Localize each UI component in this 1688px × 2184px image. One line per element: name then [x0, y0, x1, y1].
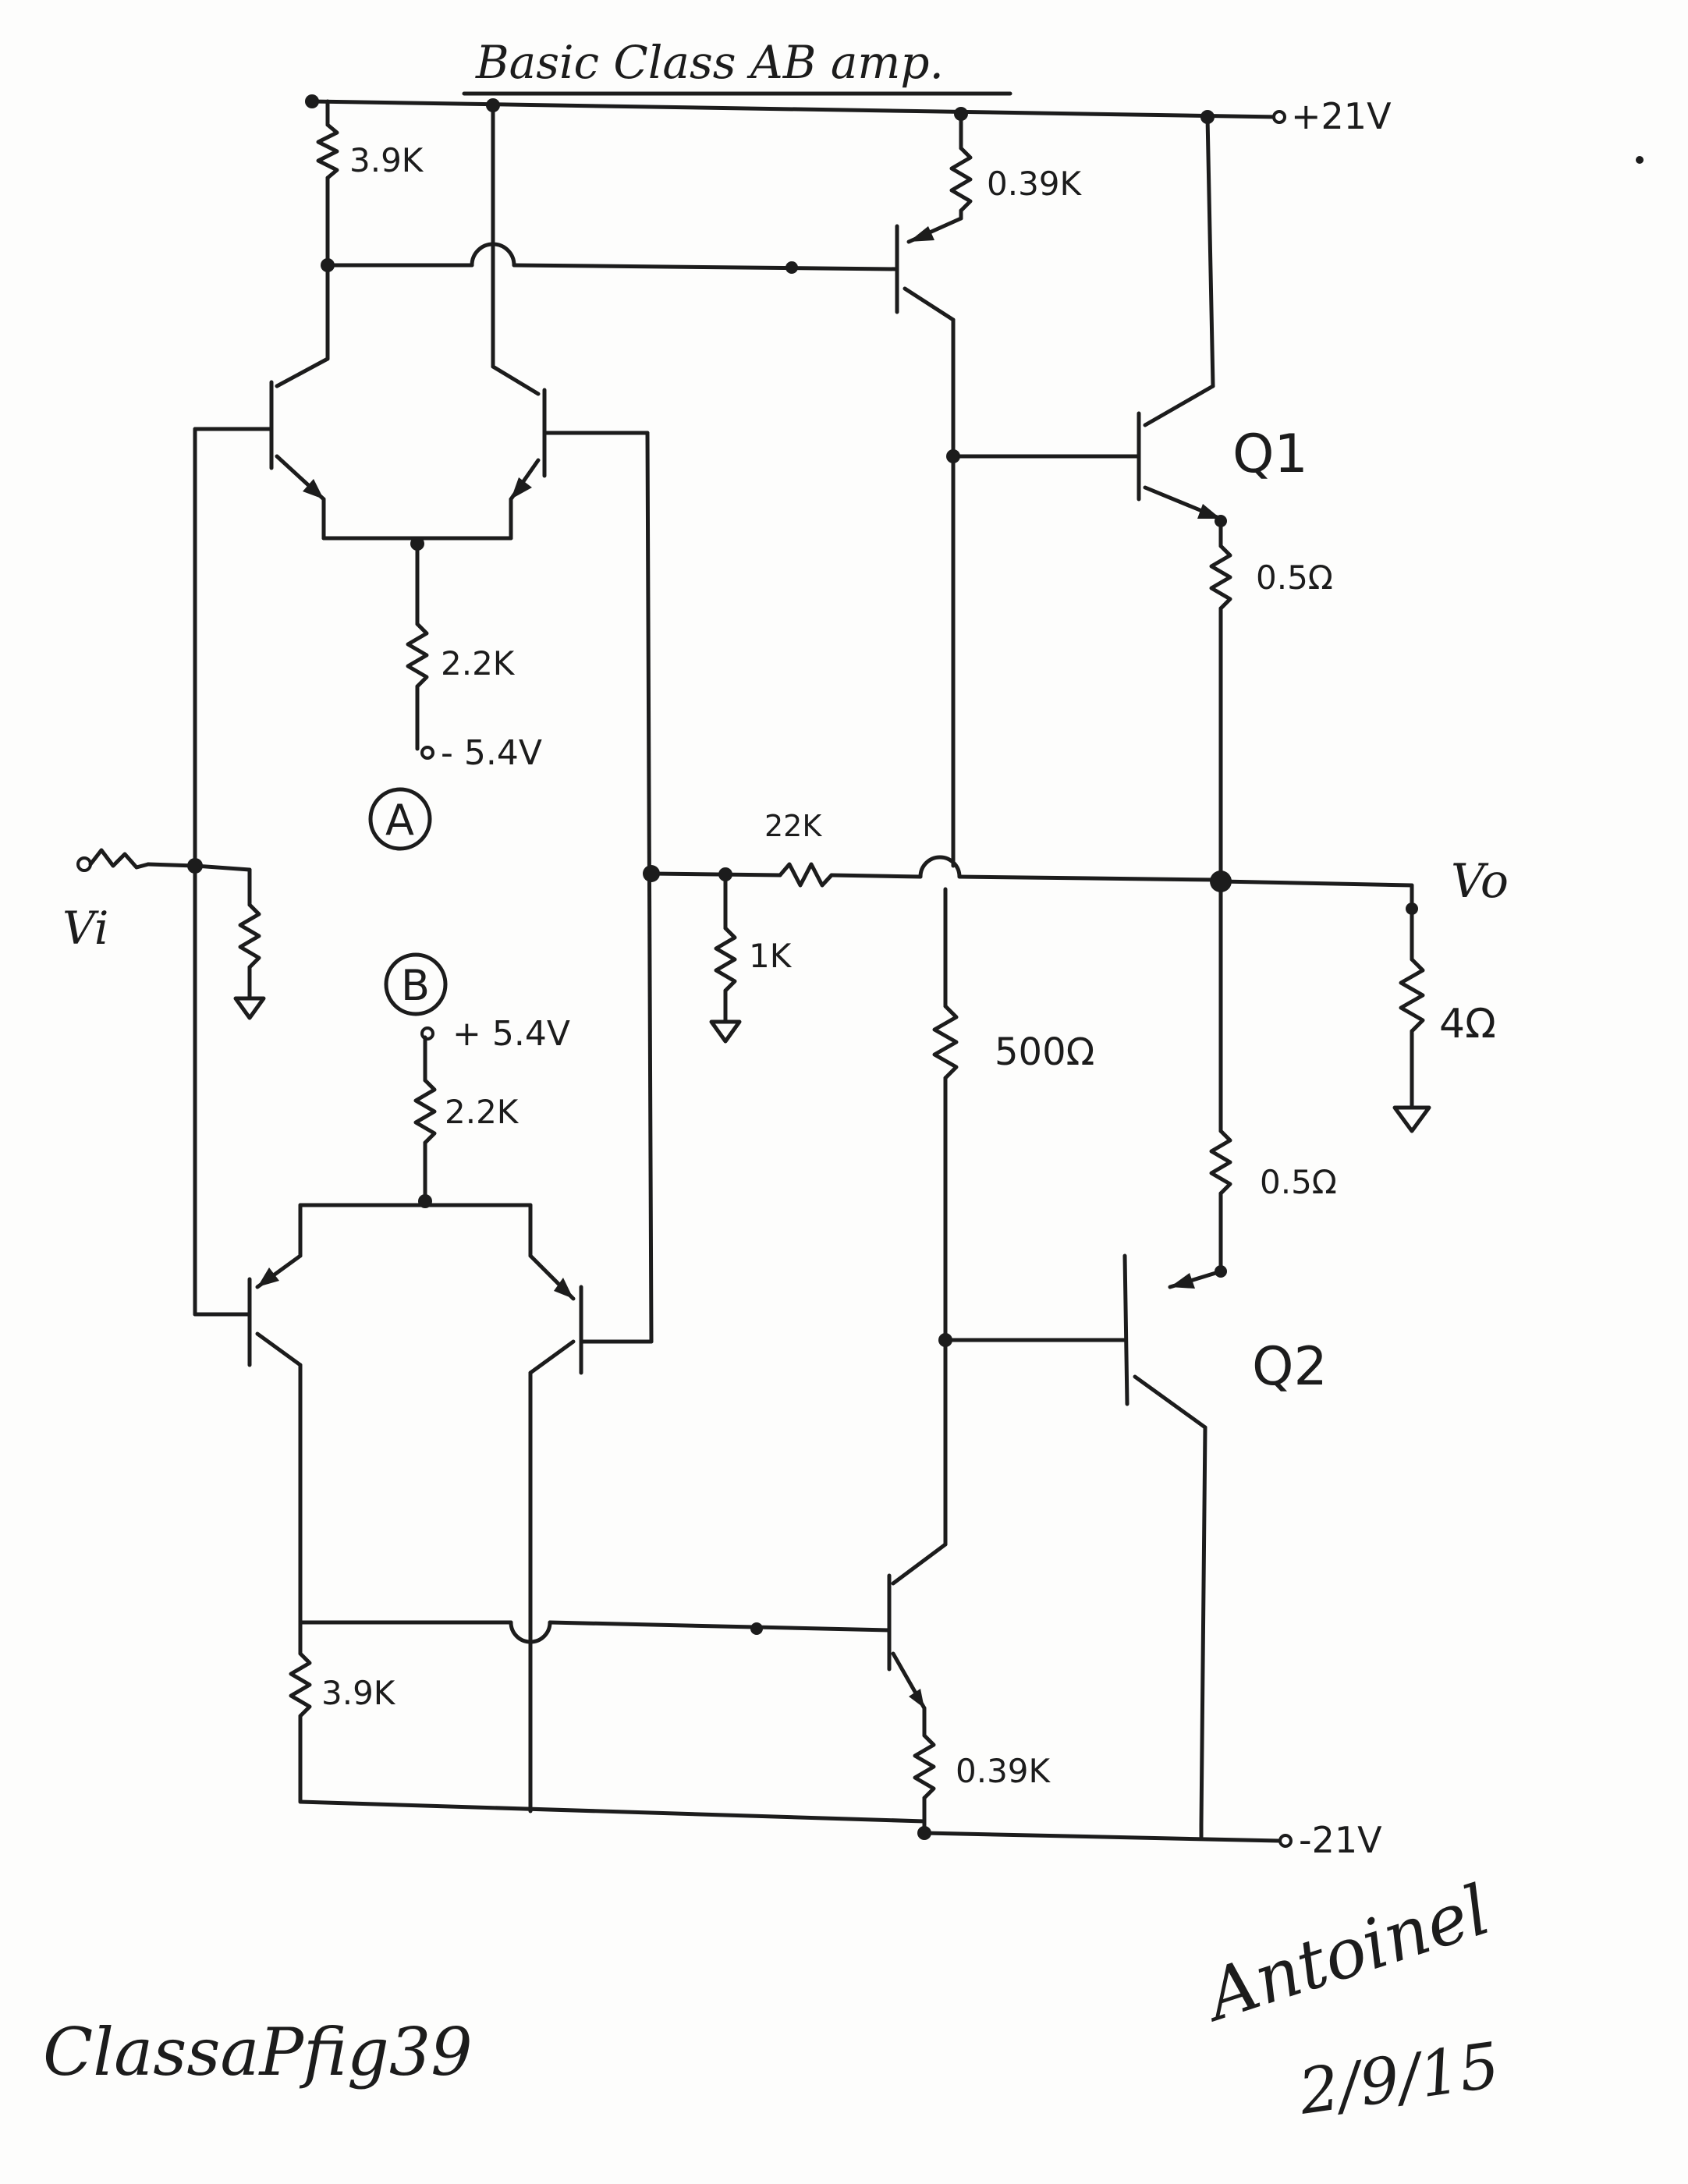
transistor-q1	[951, 115, 1232, 884]
input-label: Vi	[62, 902, 108, 955]
diff-pair-a	[193, 263, 650, 551]
resistor-q2-emitter-label: 0.5Ω	[1260, 1163, 1337, 1201]
resistor-bottom-emitter-label: 0.39K	[956, 1752, 1051, 1790]
resistor-top-emitter-label: 0.39K	[987, 165, 1083, 203]
author-signature: Antoinel	[1192, 1870, 1499, 2038]
top-bias-wire	[325, 242, 899, 274]
output-node	[1210, 870, 1431, 1133]
positive-rail	[305, 94, 1286, 124]
resistor-top-left	[316, 99, 339, 272]
signature-date: 2/9/15	[1294, 2029, 1504, 2129]
resistor-bottom-left	[289, 1620, 927, 1824]
bias-b-voltage: + 5.4V	[452, 1014, 570, 1054]
marker-b-label: B	[401, 961, 430, 1010]
resistor-q1-emitter-label: 0.5Ω	[1256, 558, 1333, 597]
figure-name: ClassaPfig39	[43, 2014, 473, 2090]
diagram-title: Basic Class AB amp.	[475, 36, 944, 89]
diff-base-vertical	[579, 431, 660, 1344]
marker-a-circle	[368, 787, 432, 851]
bottom-driver-transistor	[887, 1343, 948, 1835]
resistor-shunt-label: 1K	[749, 937, 793, 975]
transistor-q1-label: Q1	[1232, 424, 1308, 485]
transistor-q2	[943, 879, 1232, 1828]
resistor-tail-b-label: 2.2K	[445, 1093, 520, 1131]
resistor-tail-b	[413, 1026, 437, 1208]
diff-pair-b	[247, 1203, 583, 1812]
resistor-tail-a	[406, 541, 434, 760]
negative-rail	[917, 1823, 1293, 1848]
positive-supply-label: +21V	[1291, 95, 1392, 137]
resistor-bottom-left-label: 3.9K	[321, 1674, 396, 1712]
resistor-vbe-mult	[932, 887, 959, 1348]
negative-supply-label: -21V	[1299, 1819, 1382, 1861]
resistor-top-left-label: 3.9K	[349, 141, 424, 179]
top-driver-transistor	[895, 112, 973, 868]
scan-speck	[1636, 156, 1644, 164]
feedback-network	[649, 855, 1219, 1044]
marker-a-label: A	[385, 796, 414, 845]
resistor-tail-a-label: 2.2K	[441, 644, 516, 682]
output-label: Vo	[1451, 854, 1509, 909]
marker-b-circle	[384, 952, 448, 1016]
resistor-feedback-label: 22K	[764, 809, 822, 843]
resistor-vbe-mult-label: 500Ω	[995, 1030, 1094, 1074]
input-wiring	[76, 427, 266, 1317]
bias-a-voltage: - 5.4V	[441, 733, 542, 773]
resistor-load-label: 4Ω	[1439, 1001, 1496, 1048]
transistor-q2-label: Q2	[1252, 1336, 1328, 1398]
